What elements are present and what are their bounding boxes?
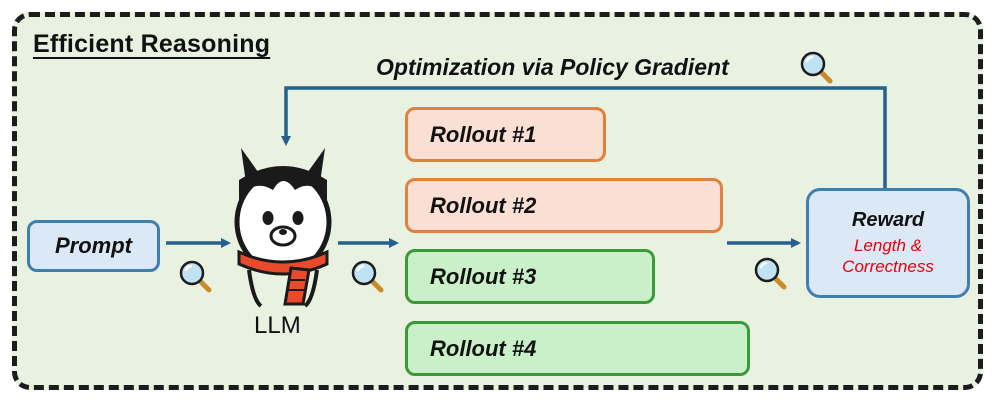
reward-box: Reward Length & Correctness — [806, 188, 970, 298]
diagram-title: Efficient Reasoning — [33, 30, 271, 58]
rollout-label: Rollout #3 — [430, 263, 537, 289]
optimization-label: Optimization via Policy Gradient — [376, 54, 729, 80]
llama-mascot-icon — [234, 148, 332, 308]
magnifier-icon — [802, 53, 830, 81]
magnifier-icon — [353, 262, 381, 290]
reward-title: Reward — [851, 209, 925, 231]
llm-label: LLM — [254, 312, 301, 339]
rollout-label: Rollout #4 — [430, 335, 537, 361]
feedback-arrow — [281, 86, 887, 188]
rollout-label: Rollout #2 — [430, 192, 537, 218]
prompt-label: Prompt — [55, 233, 132, 258]
reward-line-2: Correctness — [842, 257, 934, 276]
rollout-box-3: Rollout #3 — [405, 249, 655, 304]
prompt-box: Prompt — [27, 220, 160, 272]
rollout-box-4: Rollout #4 — [405, 321, 750, 376]
reward-line-1: Length & — [853, 236, 923, 255]
rollout-box-1: Rollout #1 — [405, 107, 606, 162]
rollout-label: Rollout #1 — [430, 121, 537, 147]
magnifier-icon — [756, 259, 784, 287]
magnifier-icon — [181, 262, 209, 290]
rollout-box-2: Rollout #2 — [405, 178, 723, 233]
